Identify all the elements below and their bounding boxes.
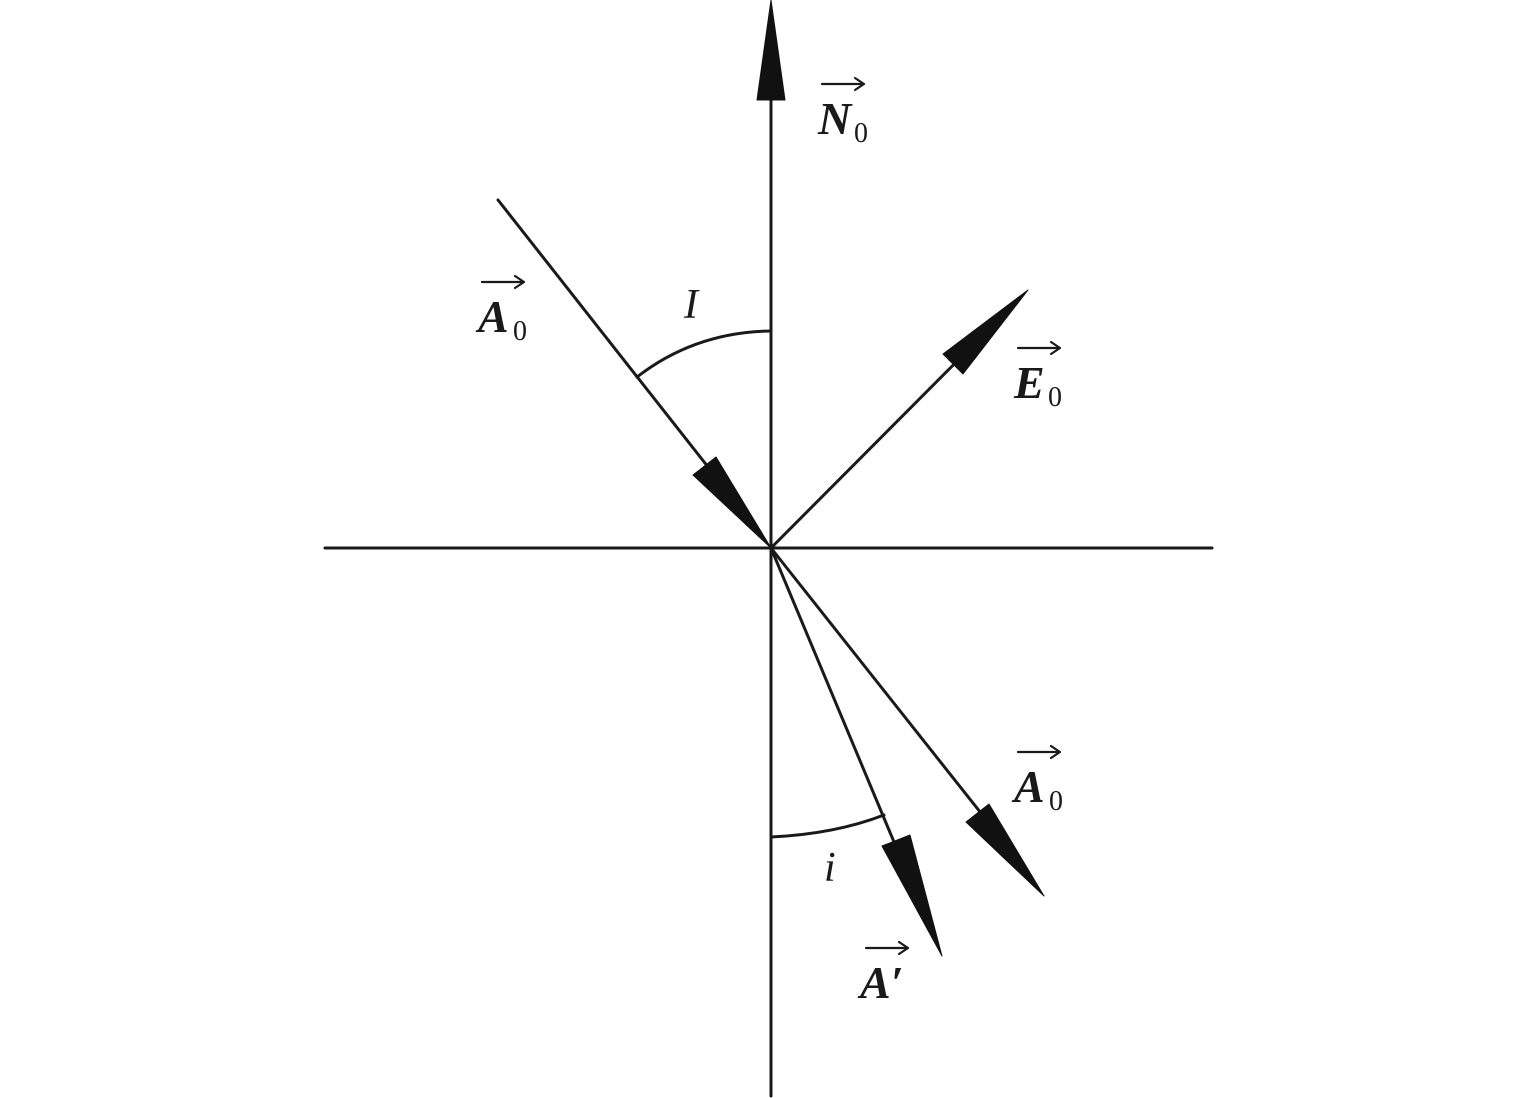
incident-vector-label: A 0	[475, 274, 527, 347]
east-label-subscript: 0	[1048, 382, 1062, 413]
refracted-vector-label: A′	[857, 940, 910, 1008]
refracted-label-symbol: A′	[857, 957, 904, 1008]
incidence-angle-arc	[635, 329, 773, 379]
refraction-angle-arc	[769, 813, 886, 839]
incident-continuation-arrowhead	[965, 803, 1045, 897]
refracted-arrowhead	[881, 834, 943, 957]
incident-label-symbol: A	[475, 291, 509, 342]
vector-arrow-icon	[820, 76, 866, 92]
refraction-angle-label: i	[824, 845, 836, 891]
incident-continuation-label-symbol: A	[1011, 761, 1045, 812]
incident-label-subscript: 0	[513, 316, 527, 347]
incident-arrowhead	[692, 456, 772, 549]
incident-continuation-vector-label: A 0	[1011, 744, 1063, 817]
vector-arrow-icon	[1016, 340, 1062, 356]
vector-arrow-icon	[1016, 744, 1062, 760]
east-vector-label: E 0	[1013, 340, 1062, 413]
incident-continuation-label-subscript: 0	[1049, 786, 1063, 817]
north-vector-label: N 0	[817, 76, 868, 149]
north-label-symbol: N	[817, 93, 853, 144]
east-arrowhead	[942, 289, 1029, 375]
vector-arrow-icon	[864, 940, 910, 956]
incidence-angle-label: I	[683, 282, 700, 328]
north-arrowhead	[756, 0, 786, 101]
east-label-symbol: E	[1013, 357, 1045, 408]
north-label-subscript: 0	[854, 118, 868, 149]
vector-arrow-icon	[480, 274, 526, 290]
